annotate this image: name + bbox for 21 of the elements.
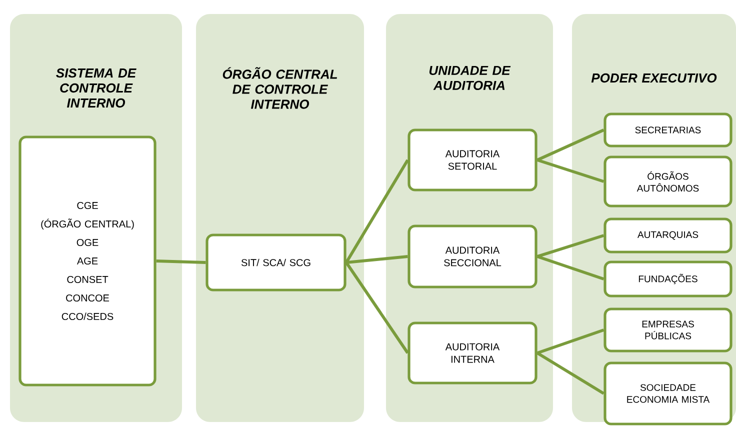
box: ÓRGÃOS AUTÔNOMOS <box>604 156 732 208</box>
box: SECRETARIAS <box>604 112 732 148</box>
box: CGE (ÓRGÃO CENTRAL) OGE AGE CONSET CONCOE CCO/SEDS <box>18 136 156 386</box>
connector-line <box>536 158 604 183</box>
box: SIT/ SCA/ SCG <box>206 234 346 292</box>
connector-line <box>536 128 604 162</box>
box: EMPRESAS PÚBLICAS <box>604 308 732 352</box>
box: AUDITORIA SETORIAL <box>408 128 538 192</box>
connector-line <box>346 255 408 264</box>
box: SOCIEDADE ECONOMIA MISTA <box>604 362 732 426</box>
connector-line <box>536 328 604 354</box>
connector-line <box>536 234 604 258</box>
box: FUNDAÇÕES <box>604 260 732 298</box>
box: AUDITORIA INTERNA <box>408 322 538 384</box>
connector-line <box>156 260 206 264</box>
box: AUTARQUIAS <box>604 218 732 254</box>
connector-line <box>345 262 409 354</box>
connector-line <box>345 159 409 264</box>
connector-line <box>536 255 604 280</box>
connector-line <box>536 352 604 395</box>
box: AUDITORIA SECCIONAL <box>408 224 538 288</box>
